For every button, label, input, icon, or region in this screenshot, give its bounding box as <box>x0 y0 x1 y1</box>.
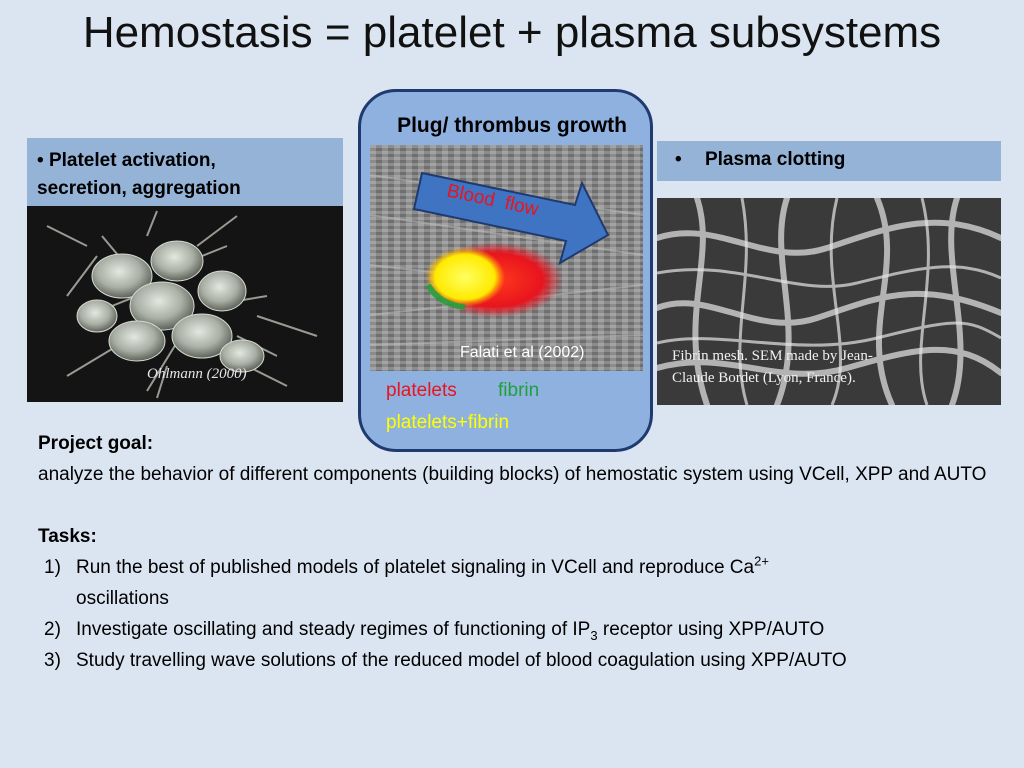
blood-flow-arrow <box>412 171 610 266</box>
task-number: 2) <box>44 619 61 640</box>
task-superscript: 2+ <box>754 553 769 569</box>
legend-fibrin: fibrin <box>498 380 540 401</box>
ohlmann-credit: Ohlmann (2000) <box>147 366 247 382</box>
task-number: 3) <box>44 650 61 671</box>
bordet-credit-line2: Claude Bordet (Lyon, France). <box>672 370 856 386</box>
platelet-activation-label: • Platelet activation, secretion, aggreg… <box>27 138 343 206</box>
task-text: Study travelling wave solutions of the r… <box>76 650 847 671</box>
bordet-credit: Fibrin mesh. SEM made by Jean- Claude Bo… <box>672 345 972 389</box>
task-number: 1) <box>44 557 61 578</box>
bordet-credit-line1: Fibrin mesh. SEM made by Jean- <box>672 348 873 364</box>
task-text: Run the best of published models of plat… <box>76 557 755 578</box>
thrombus-growth-heading: Plug/ thrombus growth <box>397 114 627 137</box>
tasks-list: 1) Run the best of published models of p… <box>38 552 998 676</box>
platelet-aggregate-illustration <box>27 206 343 402</box>
project-goal-heading: Project goal: <box>38 433 154 454</box>
task-subscript: 3 <box>590 627 598 643</box>
slide-title: Hemostasis = platelet + plasma subsystem… <box>82 8 942 57</box>
tasks-heading: Tasks: <box>38 526 97 547</box>
bullet: • <box>37 150 44 171</box>
project-goal-text: analyze the behavior of different compon… <box>38 464 987 485</box>
project-description: Project goal: analyze the behavior of di… <box>38 428 998 676</box>
legend-platelets-fibrin: platelets+fibrin <box>386 412 510 433</box>
plasma-clotting-label: • Plasma clotting <box>657 141 1001 181</box>
fibrin-mesh-image <box>657 198 1001 405</box>
fibrin-mesh-illustration <box>657 198 1001 405</box>
task-item: 3) Study travelling wave solutions of th… <box>38 645 998 676</box>
task-text: Investigate oscillating and steady regim… <box>76 619 591 640</box>
falati-credit: Falati et al (2002) <box>460 344 585 361</box>
platelet-label-line1: Platelet activation, <box>48 150 216 171</box>
legend-platelets: platelets <box>386 380 457 401</box>
plasma-clotting-text: Plasma clotting <box>704 149 846 170</box>
task-item: 1) Run the best of published models of p… <box>38 552 998 614</box>
task-text-cont: receptor using XPP/AUTO <box>597 619 825 640</box>
thrombus-microscopy-image: Blood flow <box>370 145 643 371</box>
bullet: • <box>675 149 682 170</box>
task-item: 2) Investigate oscillating and steady re… <box>38 614 998 645</box>
platelet-label-line2: secretion, aggregation <box>37 178 241 199</box>
task-text-cont: oscillations <box>76 588 169 609</box>
platelet-sem-image: Ohlmann (2000) <box>27 206 343 402</box>
thrombus-illustration <box>370 145 643 371</box>
